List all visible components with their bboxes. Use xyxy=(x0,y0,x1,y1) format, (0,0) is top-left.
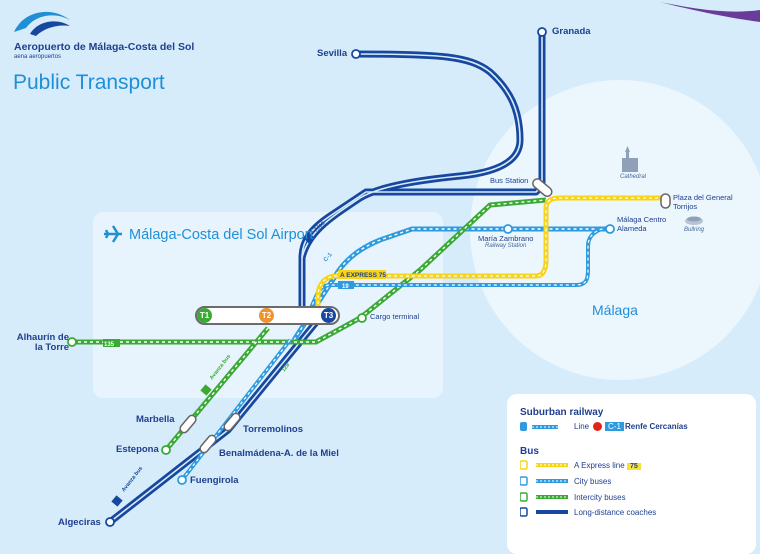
label-granada: Granada xyxy=(552,26,591,37)
brand-sub: aena aeropuertos xyxy=(14,54,62,60)
brand-name: Aeropuerto de Málaga-Costa del Sol xyxy=(14,41,195,53)
bullring-icon xyxy=(685,216,703,225)
label-sevilla: Sevilla xyxy=(317,48,348,59)
legend-line-label: Line xyxy=(574,422,590,431)
stop-markers xyxy=(67,27,671,527)
label-alhaurin: Alhaurín de la Torre xyxy=(16,332,69,353)
label-fuengirola: Fuengirola xyxy=(190,475,239,486)
stop-sevilla xyxy=(351,49,361,59)
page-title: Public Transport xyxy=(13,71,165,94)
label-cathedral: Cathedral xyxy=(620,174,647,180)
tag-city-19: 19 xyxy=(342,284,349,290)
stop-cargo xyxy=(357,313,367,323)
stop-bus-station xyxy=(532,178,553,198)
legend-renfe: Renfe Cercanías xyxy=(625,422,688,431)
label-maria-zambrano: María Zambrano xyxy=(478,234,534,243)
stop-malaga-centro xyxy=(605,224,615,234)
legend-express: A Express line 75 xyxy=(574,461,641,470)
stop-marbella xyxy=(179,414,197,434)
tag-intercity-135: 135 xyxy=(104,342,115,348)
tag-128: 128 xyxy=(281,362,291,373)
legend: Suburban railway Line C-1 Renfe Cercanía… xyxy=(507,394,756,554)
terminal-t1[interactable]: T1 xyxy=(197,308,212,323)
label-benalmadena: Benalmádena-A. de la Miel xyxy=(219,448,339,459)
label-bus-station: Bus Station xyxy=(490,176,529,185)
label-cargo: Cargo terminal xyxy=(370,312,420,321)
label-railway-station: Railway Station xyxy=(485,243,527,249)
stop-plaza xyxy=(660,193,671,209)
label-plaza: Plaza del General Torrijos xyxy=(673,193,733,211)
tag-avanza-2: Avanza bus xyxy=(121,466,144,494)
legend-suburban-title: Suburban railway xyxy=(520,407,604,418)
terminal-t3[interactable]: T3 xyxy=(321,308,336,323)
stop-torremolinos xyxy=(223,412,241,432)
label-marbella: Marbella xyxy=(136,414,175,425)
train-icon xyxy=(520,422,558,431)
legend-bus-title: Bus xyxy=(520,446,539,457)
label-bullring: Bullring xyxy=(684,227,705,233)
stop-granada xyxy=(537,27,547,37)
legend-long: Long-distance coaches xyxy=(574,508,657,517)
legend-intercity: Intercity buses xyxy=(574,493,626,502)
label-estepona: Estepona xyxy=(116,444,159,455)
tag-a-express: A EXPRESS 75 xyxy=(340,272,386,279)
label-malaga-centro: Málaga Centro Alameda xyxy=(617,215,667,233)
stop-fuengirola xyxy=(177,475,187,485)
renfe-icon xyxy=(593,422,602,431)
legend-city: City buses xyxy=(574,477,612,486)
label-torremolinos: Torremolinos xyxy=(243,424,303,435)
legend-c1-badge: C-1 xyxy=(605,422,624,431)
cathedral-icon xyxy=(622,146,638,172)
stop-algeciras xyxy=(105,517,115,527)
stop-estepona xyxy=(161,445,171,455)
route-tags xyxy=(103,232,386,507)
label-malaga-city: Málaga xyxy=(592,302,638,318)
stop-alhaurin xyxy=(67,337,77,347)
legend-swatches xyxy=(520,460,568,517)
express-line xyxy=(315,195,666,310)
airport-name: Málaga-Costa del Sol Airport xyxy=(129,227,314,243)
terminal-t2[interactable]: T2 xyxy=(259,308,274,323)
decorative-swoosh-icon xyxy=(660,2,760,22)
aena-logo-icon xyxy=(14,11,70,36)
label-algeciras: Algeciras xyxy=(58,517,101,528)
stop-maria-zambrano xyxy=(503,224,513,234)
legend-express-badge: 75 xyxy=(626,463,641,470)
stop-benalmadena xyxy=(199,434,217,454)
airplane-icon xyxy=(104,225,122,243)
tag-c1: C-1 xyxy=(323,252,334,264)
